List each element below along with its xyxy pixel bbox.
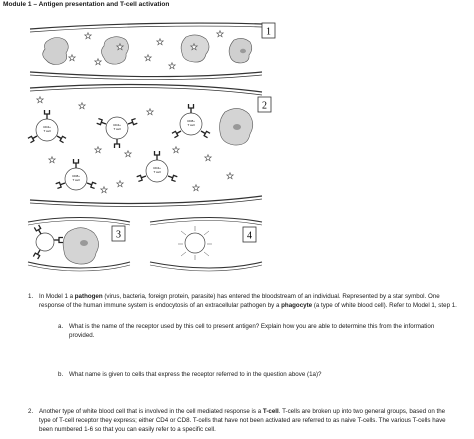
vessel-wall [29, 195, 263, 205]
star-icon [204, 154, 212, 162]
vessel-wall [29, 87, 263, 96]
vessel-wall [29, 22, 263, 30]
panel-4: 4 [149, 216, 263, 272]
question-text: Another type of white blood cell that is… [39, 408, 446, 433]
question-number: 1. [28, 293, 34, 300]
svg-text:CD4+: CD4+ [153, 166, 161, 170]
t-cell-cd4: CD4+ T cell [27, 109, 67, 144]
sub-question-letter: a. [58, 323, 64, 330]
phagocyte-blob [62, 227, 99, 265]
panel-3: 3 [27, 216, 131, 272]
activation-rays [178, 226, 212, 260]
svg-text:CD4+: CD4+ [43, 125, 51, 129]
question-number: 2. [28, 408, 34, 415]
svg-text:CD8+: CD8+ [72, 174, 80, 178]
vessel-wall [29, 74, 263, 80]
vessel-wall [29, 83, 263, 93]
page-title: Module 1 – Antigen presentation and T-ce… [3, 1, 170, 8]
panel-number: 1 [266, 27, 271, 38]
vessel-wall [27, 220, 131, 226]
star-icon [84, 32, 92, 40]
panel-number-box [111, 225, 126, 242]
model-figure: 1 CD4+ T cell CD4+ T cell CD8+ T c [27, 22, 276, 272]
phagocyte-blob [101, 36, 129, 65]
panel-2: CD4+ T cell CD4+ T cell CD8+ T cell CD8+… [27, 83, 272, 207]
pathogen-blob [42, 37, 69, 65]
svg-text:T cell: T cell [43, 129, 50, 133]
svg-text:CD4+: CD4+ [113, 123, 121, 127]
star-icon [78, 102, 86, 110]
t-cell-cd8: CD8+ T cell [55, 158, 97, 191]
star-icon [172, 146, 180, 154]
panel-number-box [261, 22, 276, 39]
vessel-wall [27, 264, 131, 272]
vessel-wall [149, 261, 263, 269]
star-icon [124, 150, 132, 158]
t-cell [184, 232, 206, 254]
vessel-wall [27, 216, 131, 223]
svg-text:T cell: T cell [187, 123, 194, 127]
panel-number: 4 [247, 231, 252, 242]
nucleus [240, 48, 246, 54]
nucleus [80, 240, 88, 246]
star-icon [192, 184, 200, 192]
t-cell-cd4: CD4+ T cell [96, 116, 138, 149]
vessel-wall [27, 261, 131, 269]
vessel-wall [29, 71, 263, 78]
sub-question-letter: b. [58, 371, 64, 378]
panel-number: 2 [262, 101, 267, 112]
star-icon [94, 146, 102, 154]
svg-text:T cell: T cell [113, 127, 120, 131]
sub-question-text: What name is given to cells that express… [69, 371, 322, 378]
vessel-wall [149, 264, 263, 272]
star-icon [146, 108, 154, 116]
sub-question-text: What is the name of the receptor used by… [69, 323, 435, 339]
panel-number: 3 [116, 230, 121, 241]
svg-text:T cell: T cell [153, 170, 160, 174]
question-text: In Model 1 a pathogen (virus, bacteria, … [39, 293, 457, 309]
star-icon [48, 156, 56, 164]
star-icon [68, 54, 76, 62]
star-icon [94, 58, 102, 66]
panel-number-box [242, 226, 257, 243]
svg-text:CD8+: CD8+ [187, 119, 195, 123]
vessel-wall [149, 216, 263, 223]
svg-text:T cell: T cell [72, 178, 79, 182]
nucleus [233, 124, 241, 130]
t-cell-cd8: CD8+ T cell [171, 103, 211, 139]
star-icon [156, 38, 164, 46]
star-icon [168, 62, 176, 70]
vessel-wall [149, 220, 263, 226]
star-icon [36, 96, 44, 104]
panel-number-box [257, 96, 272, 113]
star-icon [216, 30, 224, 38]
t-cell-cd4: CD4+ T cell [136, 150, 178, 183]
star-icon [144, 54, 152, 62]
star-icon [116, 180, 124, 188]
vessel-wall [29, 198, 263, 207]
star-icon [100, 186, 108, 194]
star-icon [226, 172, 234, 180]
panel-1: 1 [29, 22, 276, 80]
t-cell [35, 232, 55, 252]
vessel-wall [29, 25, 263, 33]
